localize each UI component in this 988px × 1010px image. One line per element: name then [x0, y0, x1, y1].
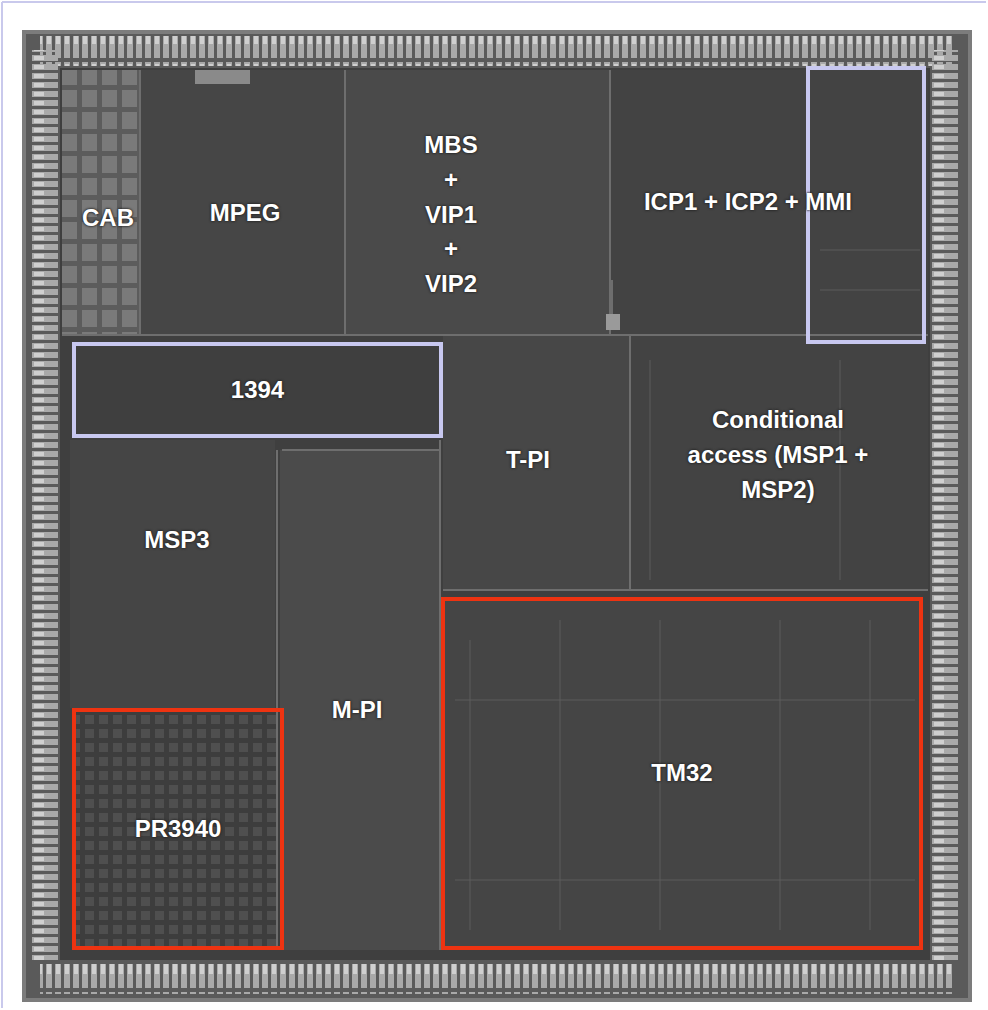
highlighted-block: 1394: [72, 342, 443, 438]
region-label: Conditional access (MSP1 + MSP2): [678, 403, 878, 507]
region-label: MBS + VIP1 + VIP2: [419, 128, 483, 302]
highlighted-core: PR3940: [72, 708, 284, 950]
region-label: MSP3: [87, 523, 267, 558]
block-label: 1394: [231, 373, 284, 408]
region-label: MPEG: [150, 196, 340, 231]
region-label: T-PI: [453, 443, 603, 478]
block-label: TM32: [651, 756, 712, 791]
highlighted-core: TM32: [441, 597, 923, 950]
region-label: CAB: [70, 201, 146, 236]
region-label: ICP1 + ICP2 + MMI: [583, 185, 913, 220]
region-label: M-PI: [287, 693, 427, 728]
block-label: PR3940: [135, 812, 222, 847]
